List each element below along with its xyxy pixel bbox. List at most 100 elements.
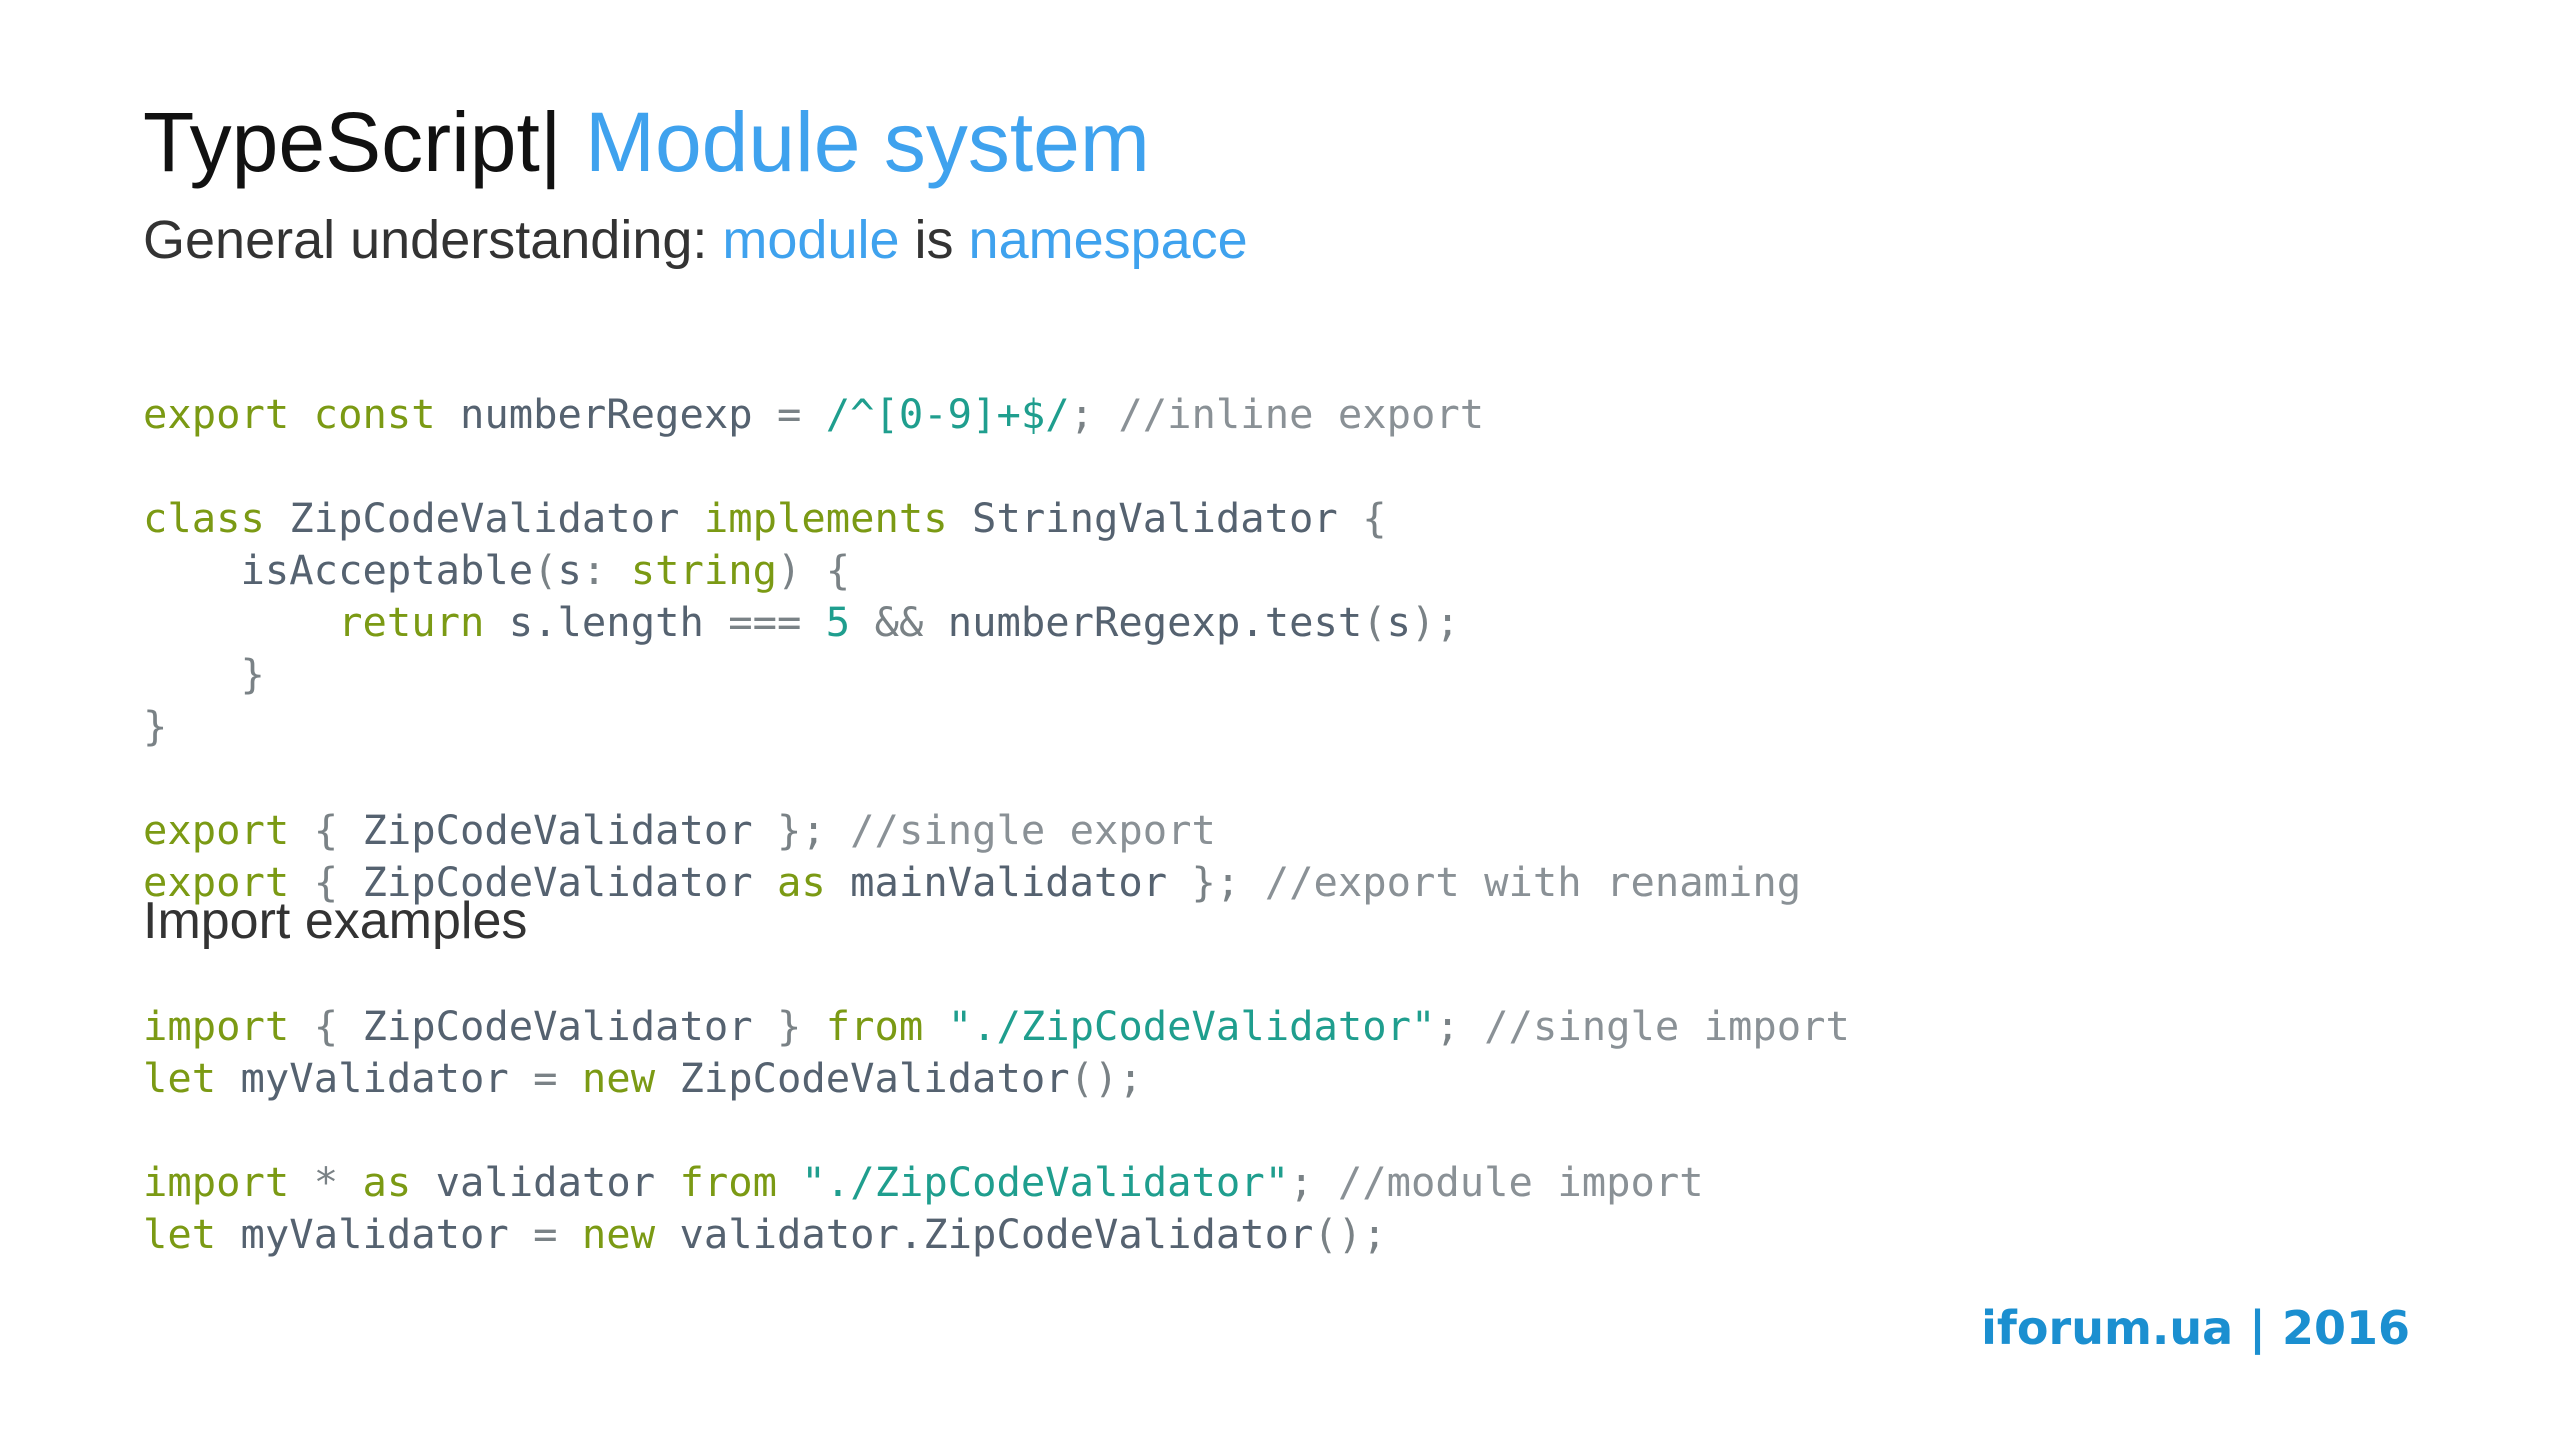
footer-brand: iforum.ua | 2016: [1981, 1301, 2410, 1355]
code-token: 5: [825, 598, 851, 646]
code-token: (: [1362, 598, 1387, 646]
code-token: numberRegexp.test: [923, 598, 1363, 646]
code-line: export const numberRegexp = /^[0-9]+$/; …: [143, 388, 1801, 440]
code-token: ;: [1435, 1002, 1460, 1050]
code-token: //export with renaming: [1264, 858, 1802, 906]
code-token: class: [143, 494, 265, 542]
code-token: string: [630, 546, 778, 594]
code-token: import: [143, 1002, 290, 1050]
code-token: [289, 1002, 313, 1050]
code-token: //inline export: [1118, 390, 1485, 438]
code-token: [143, 598, 338, 646]
code-token: //single import: [1484, 1002, 1850, 1050]
code-token: return: [338, 598, 485, 646]
subtitle-word-module: module: [722, 210, 900, 270]
code-token: import: [143, 1158, 290, 1206]
code-token: {: [313, 858, 339, 906]
code-line: isAcceptable(s: string) {: [143, 544, 1801, 596]
subtitle-word-namespace: namespace: [968, 210, 1248, 270]
code-token: [289, 806, 313, 854]
code-token: [1460, 1002, 1484, 1050]
code-token: export: [143, 806, 290, 854]
code-token: (: [533, 546, 558, 594]
code-token: [777, 1158, 801, 1206]
code-line: return s.length === 5 && numberRegexp.te…: [143, 596, 1801, 648]
code-line: let myValidator = new ZipCodeValidator()…: [143, 1052, 1850, 1104]
code-token: isAcceptable: [143, 546, 534, 594]
slide-subtitle: General understanding: module is namespa…: [143, 208, 1248, 272]
code-token: "./ZipCodeValidator": [801, 1158, 1290, 1206]
code-line: let myValidator = new validator.ZipCodeV…: [143, 1208, 1850, 1260]
code-token: myValidator: [216, 1054, 534, 1102]
code-token: new: [581, 1054, 656, 1102]
code-token: let: [143, 1054, 217, 1102]
slide-title: TypeScript| Module system: [143, 92, 1150, 192]
code-line: class ZipCodeValidator implements String…: [143, 492, 1801, 544]
code-token: =: [533, 1210, 558, 1258]
code-token: }: [777, 1002, 802, 1050]
code-line: [143, 752, 1801, 804]
code-token: ZipCodeValidator: [338, 1002, 777, 1050]
code-line: }: [143, 700, 1801, 752]
code-token: /^[0-9]+$/: [825, 390, 1070, 438]
code-token: export: [143, 858, 290, 906]
subtitle-mid: is: [899, 210, 969, 270]
code-token: =: [776, 390, 802, 438]
code-token: ;: [1069, 390, 1094, 438]
code-token: ===: [728, 598, 802, 646]
code-token: ZipCodeValidator: [338, 806, 777, 854]
code-token: validator: [411, 1158, 680, 1206]
code-token: ZipCodeValidator: [655, 1054, 1070, 1102]
title-separator: |: [539, 95, 562, 189]
code-token: [1240, 858, 1264, 906]
code-token: };: [1191, 858, 1241, 906]
code-token: s.length: [484, 598, 729, 646]
code-token: );: [1411, 598, 1460, 646]
code-token: [143, 650, 241, 698]
code-token: ZipCodeValidator: [264, 494, 704, 542]
code-token: ): [777, 546, 802, 594]
code-token: numberRegexp: [435, 390, 777, 438]
code-token: mainValidator: [825, 858, 1192, 906]
code-token: [801, 1002, 825, 1050]
code-token: {: [313, 1002, 339, 1050]
code-token: ;: [1289, 1158, 1314, 1206]
import-examples-heading: Import examples: [143, 892, 528, 950]
title-accent: Module system: [561, 95, 1150, 189]
code-token: [801, 546, 825, 594]
code-line: [143, 440, 1801, 492]
code-token: [1094, 390, 1118, 438]
code-token: //single export: [850, 806, 1216, 854]
code-token: [289, 1158, 313, 1206]
code-token: [923, 1002, 947, 1050]
code-token: StringValidator: [947, 494, 1363, 542]
code-token: [338, 1158, 362, 1206]
code-token: }: [240, 650, 265, 698]
code-token: [801, 598, 825, 646]
code-token: [558, 1054, 582, 1102]
code-token: export const: [143, 390, 436, 438]
code-token: &&: [874, 598, 924, 646]
code-token: s: [1386, 598, 1412, 646]
code-token: "./ZipCodeValidator": [947, 1002, 1436, 1050]
code-token: as: [777, 858, 826, 906]
code-token: };: [777, 806, 826, 854]
code-token: =: [533, 1054, 558, 1102]
code-token: [558, 1210, 582, 1258]
code-token: *: [313, 1158, 339, 1206]
code-token: validator.ZipCodeValidator: [655, 1210, 1314, 1258]
title-main: TypeScript: [143, 95, 540, 189]
code-line: import { ZipCodeValidator } from "./ZipC…: [143, 1000, 1850, 1052]
code-token: as: [362, 1158, 412, 1206]
code-token: [801, 390, 825, 438]
code-token: new: [581, 1210, 656, 1258]
code-token: [850, 598, 874, 646]
code-token: {: [825, 546, 851, 594]
code-token: ();: [1069, 1054, 1143, 1102]
code-line: export { ZipCodeValidator as mainValidat…: [143, 856, 1801, 908]
code-token: {: [313, 806, 339, 854]
code-token: from: [825, 1002, 924, 1050]
code-token: myValidator: [216, 1210, 534, 1258]
code-token: from: [679, 1158, 778, 1206]
code-token: }: [143, 702, 168, 750]
